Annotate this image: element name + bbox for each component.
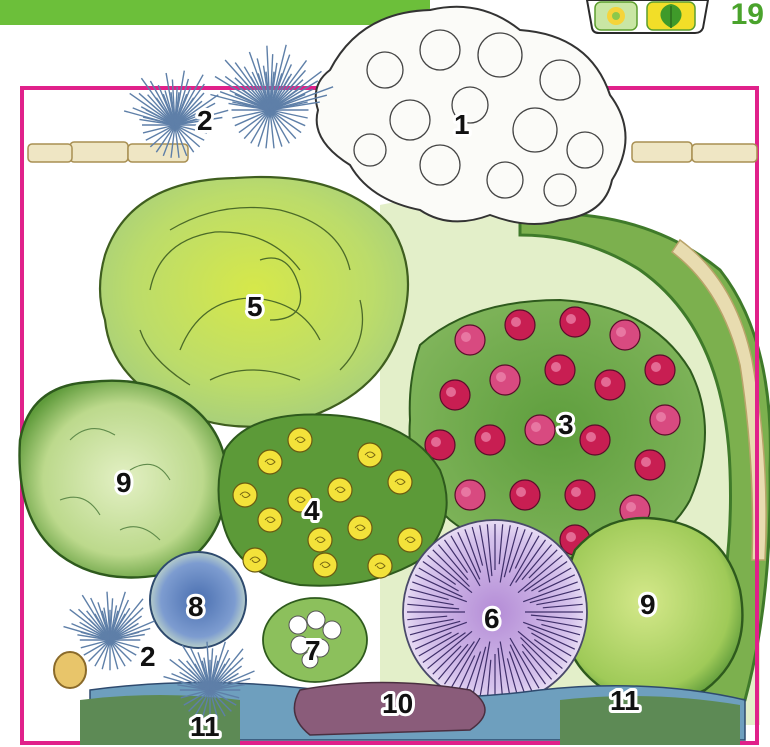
label-5: 5: [247, 291, 263, 322]
plant-1-white-shrub: [316, 7, 626, 224]
label-2-top: 2: [197, 105, 213, 136]
label-2-bottom: 2: [140, 641, 156, 672]
label-7: 7: [305, 635, 321, 666]
label-9-left: 9: [116, 467, 132, 498]
label-4: 4: [304, 495, 320, 526]
label-9-right: 9: [640, 589, 656, 620]
label-10: 10: [382, 688, 413, 719]
label-11-left: 11: [190, 711, 220, 742]
stone: [54, 652, 86, 688]
label-3: 3: [558, 409, 574, 440]
label-11-right: 11: [610, 685, 640, 716]
plant-4-yellow-rose: [219, 414, 447, 585]
label-1: 1: [454, 109, 470, 140]
label-6: 6: [484, 603, 500, 634]
label-8: 8: [188, 591, 204, 622]
plant-2-blue-grass-top: [124, 45, 333, 158]
